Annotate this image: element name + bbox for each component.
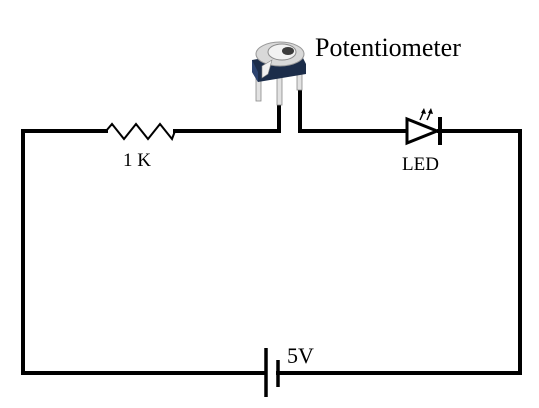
trimmer-potentiometer-icon xyxy=(252,41,306,106)
wire-left-loop xyxy=(21,129,265,375)
resistor-label: 1 K xyxy=(123,150,151,171)
wire-pot-right-lead xyxy=(298,86,407,133)
potentiometer-label: Potentiometer xyxy=(315,33,461,62)
circuit-wires xyxy=(21,86,522,375)
battery-label: 5V xyxy=(287,343,314,368)
led-diode-icon xyxy=(405,108,445,146)
led-label: LED xyxy=(402,154,439,175)
resistor-zigzag-icon xyxy=(105,122,176,141)
wire-right-loop xyxy=(276,129,522,375)
battery-cell-icon xyxy=(264,348,280,397)
